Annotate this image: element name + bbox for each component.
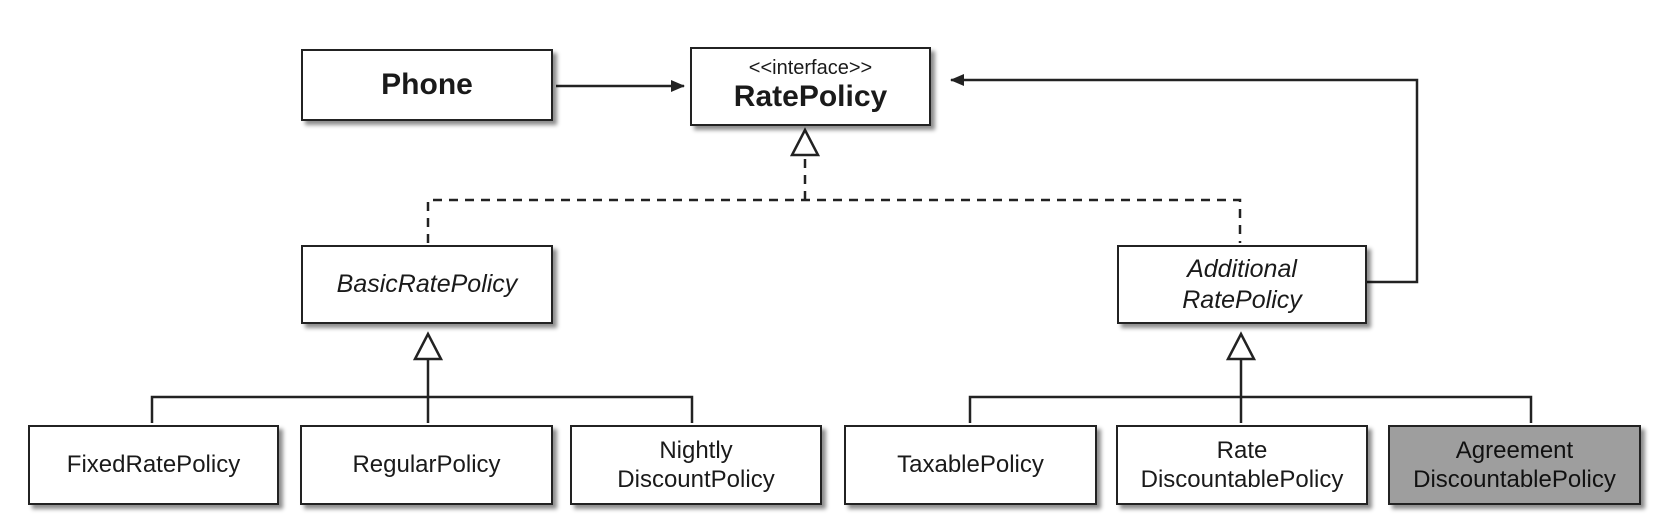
- agreement-discountable-policy-line2: DiscountablePolicy: [1413, 466, 1616, 493]
- rate-discountable-policy-box: Rate DiscountablePolicy: [1116, 425, 1368, 505]
- fixed-rate-policy-box: FixedRatePolicy: [28, 425, 279, 505]
- basic-rate-policy-name: BasicRatePolicy: [336, 270, 518, 299]
- nightly-discount-policy-line1: Nightly: [659, 436, 733, 464]
- ratepolicy-interface-name: RatePolicy: [733, 79, 888, 113]
- regular-policy-name: RegularPolicy: [352, 451, 501, 479]
- rate-discountable-policy-line2: DiscountablePolicy: [1140, 466, 1344, 493]
- additional-rate-policy-box: Additional RatePolicy: [1117, 245, 1367, 324]
- basic-rate-policy-box: BasicRatePolicy: [301, 245, 553, 324]
- interface-stereotype: <<interface>>: [748, 56, 873, 79]
- taxable-policy-name: TaxablePolicy: [897, 451, 1044, 479]
- additional-rate-policy-line2: RatePolicy: [1182, 285, 1302, 314]
- realization-connector: [426, 155, 1242, 243]
- agreement-discountable-policy-box: Agreement DiscountablePolicy: [1388, 425, 1641, 505]
- additional-rate-policy-line1: Additional: [1187, 255, 1297, 283]
- nightly-discount-policy-box: Nightly DiscountPolicy: [570, 425, 822, 505]
- regular-policy-box: RegularPolicy: [300, 425, 553, 505]
- rate-discountable-policy-line1: Rate: [1216, 436, 1268, 464]
- fixed-rate-policy-name: FixedRatePolicy: [66, 451, 241, 479]
- realization-triangle: [789, 127, 821, 157]
- phone-class-box: Phone: [301, 49, 553, 121]
- nightly-discount-policy-line2: DiscountPolicy: [617, 466, 775, 493]
- basic-generalization-connector: [150, 359, 694, 423]
- additional-to-ratepolicy-arrow: [950, 74, 1419, 284]
- ratepolicy-interface-box: <<interface>> RatePolicy: [690, 47, 931, 126]
- additional-generalization-triangle: [1225, 331, 1257, 361]
- taxable-policy-box: TaxablePolicy: [844, 425, 1097, 505]
- agreement-discountable-policy-line1: Agreement: [1455, 436, 1574, 464]
- additional-generalization-connector: [968, 359, 1533, 423]
- basic-generalization-triangle: [412, 331, 444, 361]
- phone-class-name: Phone: [381, 67, 473, 101]
